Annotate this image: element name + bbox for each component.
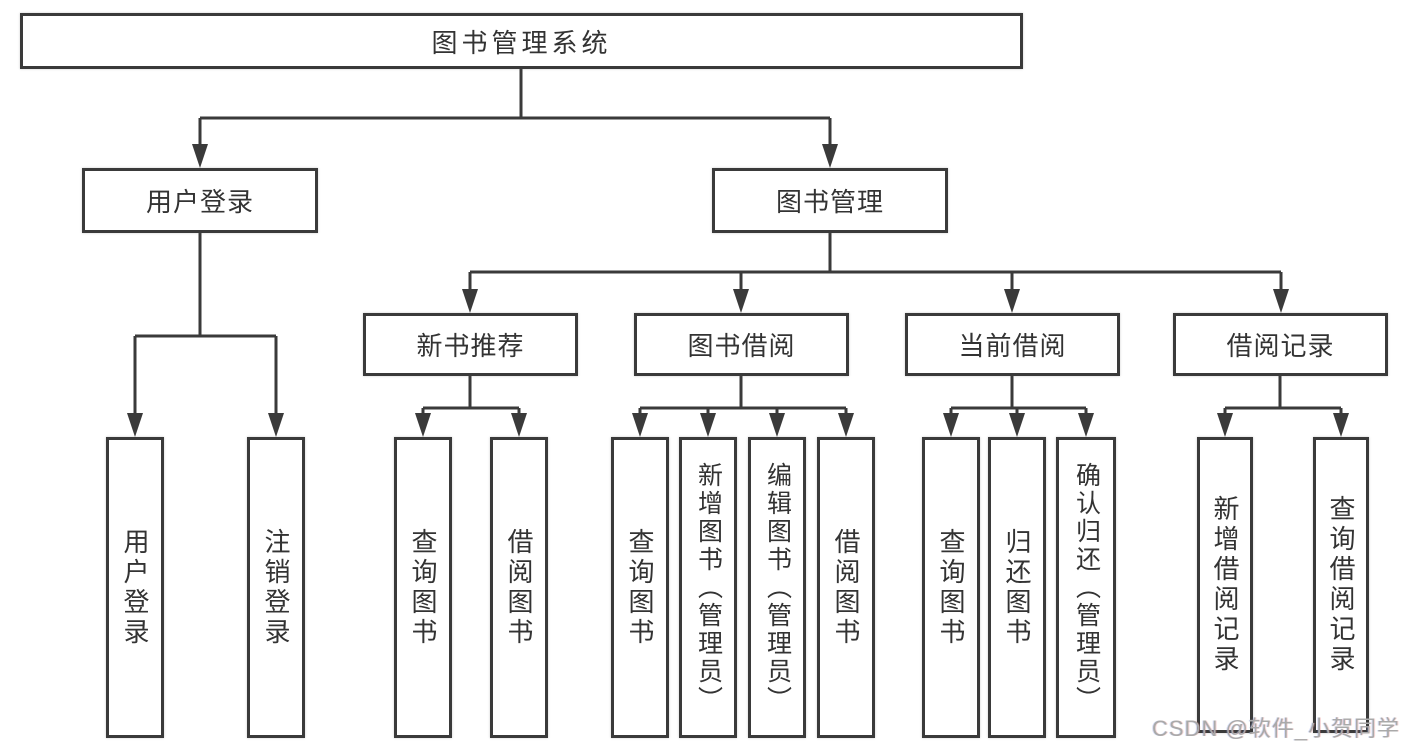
leaf-add-book-admin: 新增图书（管理员） <box>679 437 737 738</box>
leaf-query-books-recommend: 查询图书 <box>394 437 452 738</box>
connector-path <box>133 69 1343 415</box>
node-user-login: 用户登录 <box>82 168 318 233</box>
leaf-borrow-books: 借阅图书 <box>817 437 875 738</box>
leaf-borrow-books-recommend: 借阅图书 <box>490 437 548 738</box>
leaf-logout: 注销登录 <box>247 437 305 738</box>
leaf-user-login: 用户登录 <box>106 437 164 738</box>
node-current-borrowing: 当前借阅 <box>905 313 1120 376</box>
node-new-book-recommendation: 新书推荐 <box>363 313 578 376</box>
node-library-management-system: 图书管理系统 <box>20 13 1023 69</box>
csdn-watermark: CSDN @软件_小贺同学 <box>1152 716 1401 741</box>
leaf-query-borrow-record: 查询借阅记录 <box>1313 437 1369 733</box>
leaf-edit-book-admin: 编辑图书（管理员） <box>748 437 806 738</box>
node-borrowing-records: 借阅记录 <box>1173 313 1388 376</box>
leaf-add-borrow-record: 新增借阅记录 <box>1197 437 1253 733</box>
arrowheads <box>127 144 1349 437</box>
leaf-return-books: 归还图书 <box>988 437 1046 738</box>
node-book-borrowing: 图书借阅 <box>634 313 849 376</box>
leaf-query-books-current: 查询图书 <box>922 437 980 738</box>
leaf-query-books-borrowing: 查询图书 <box>611 437 669 738</box>
node-book-management: 图书管理 <box>712 168 948 233</box>
leaf-confirm-return-admin: 确认归还（管理员） <box>1056 437 1116 738</box>
